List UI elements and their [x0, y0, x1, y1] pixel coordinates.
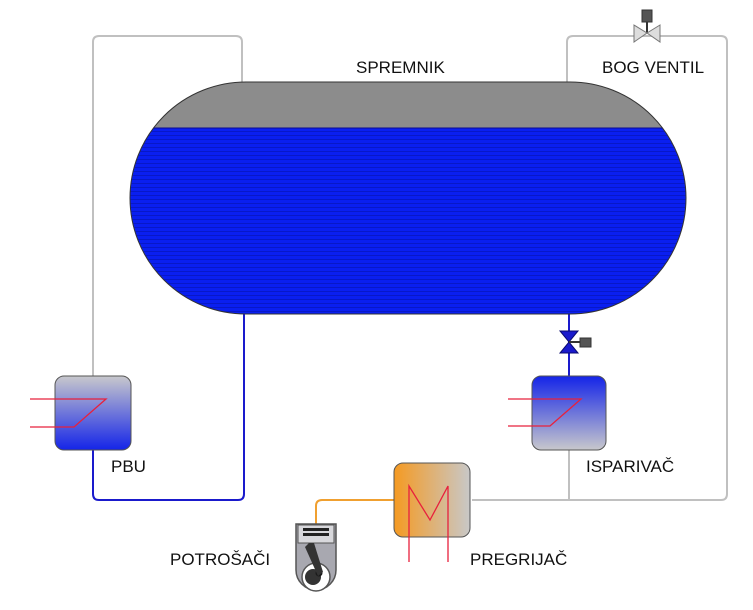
tank-label: SPREMNIK — [356, 58, 445, 77]
pbu-label: PBU — [111, 457, 146, 476]
bog-valve-label: BOG VENTIL — [602, 58, 704, 77]
tank-vapor-space — [130, 82, 686, 128]
heater-label: PREGRIJAČ — [470, 550, 567, 569]
heater-heat-coil — [408, 483, 449, 562]
heater-unit — [393, 462, 471, 562]
vaporizer-inlet-valve[interactable] — [558, 330, 592, 354]
vaporizer-label: ISPARIVAČ — [586, 457, 674, 476]
engine-icon — [295, 523, 337, 592]
consumer-line — [315, 499, 394, 524]
pbu-unit — [30, 375, 132, 451]
vaporizer-unit — [508, 375, 607, 451]
pbu-return-line — [92, 35, 243, 376]
bog-valve[interactable] — [633, 9, 661, 43]
pbu-liquid-line — [92, 314, 245, 501]
pbu-heat-coil — [30, 398, 108, 428]
vaporizer-heat-coil — [508, 398, 583, 427]
storage-tank — [129, 81, 687, 315]
consumers-label: POTROŠAČI — [170, 550, 270, 569]
piping — [92, 35, 728, 524]
bog-line — [472, 35, 728, 501]
